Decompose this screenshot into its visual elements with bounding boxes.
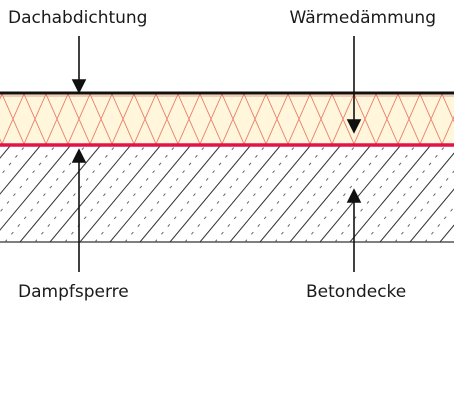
insulation-fill — [0, 94, 454, 144]
concrete-hatch — [0, 146, 454, 242]
insulation-arrow — [346, 36, 362, 134]
roof-membrane-label: Dachabdichtung — [8, 8, 148, 28]
roof-membrane-arrow — [71, 36, 87, 94]
insulation-hatch — [0, 94, 454, 144]
concrete-slab-label: Betondecke — [306, 282, 407, 302]
concrete-slab-layer — [0, 146, 454, 243]
insulation-layer — [0, 94, 454, 144]
vapour-barrier-label: Dampfsperre — [18, 282, 129, 302]
concrete-slab-arrow — [346, 188, 362, 272]
insulation-label: Wärmedämmung — [289, 8, 436, 28]
vapour-barrier-arrow — [71, 148, 87, 272]
